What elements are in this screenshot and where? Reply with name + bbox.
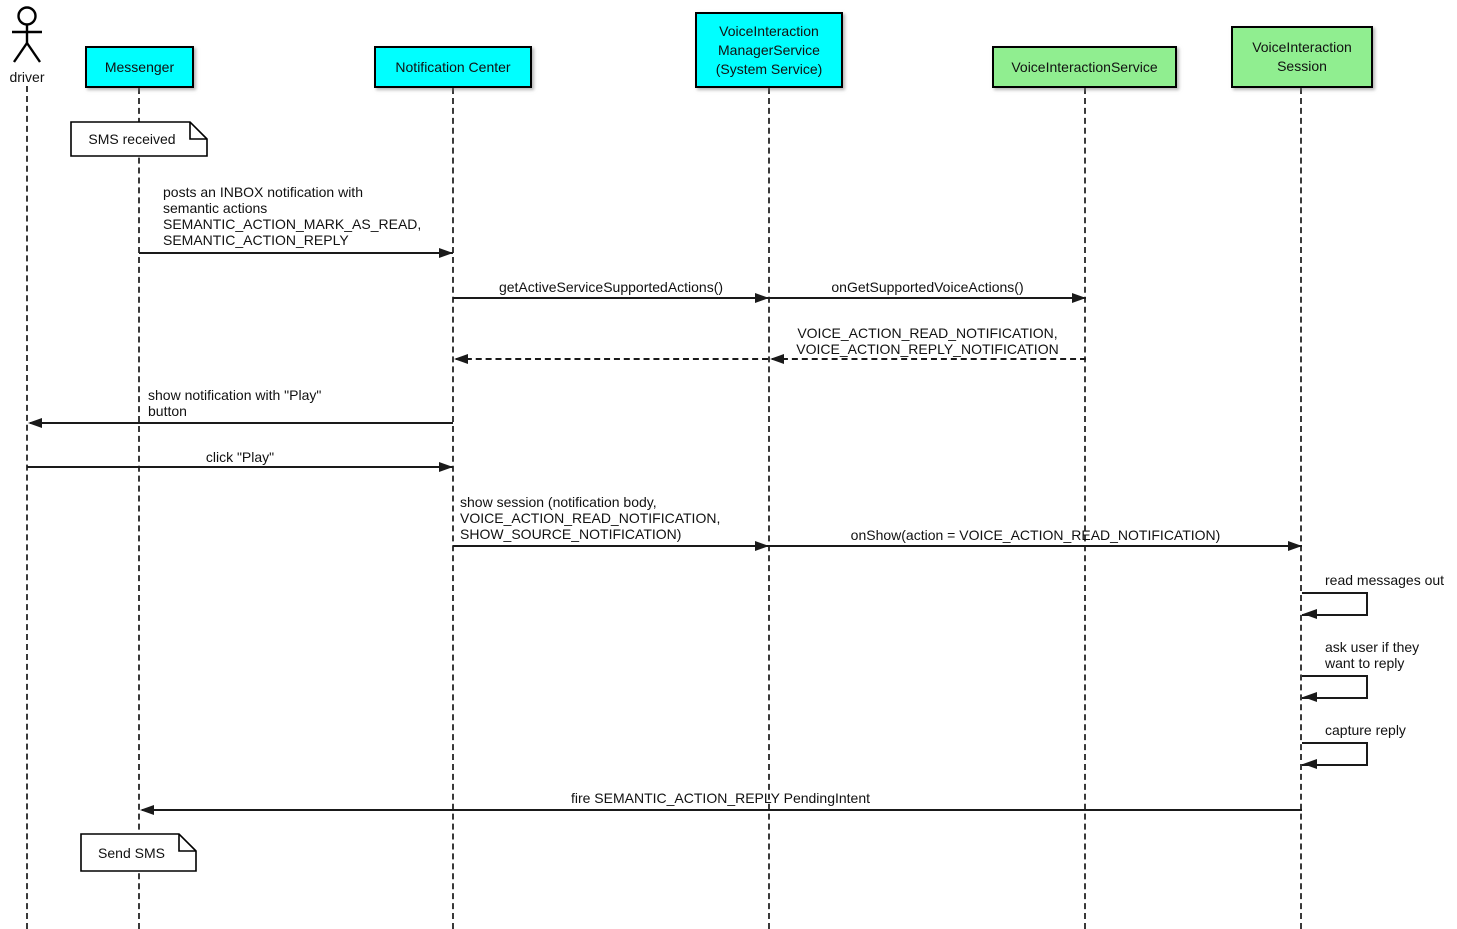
note-send-sms-label: Send SMS [98,844,165,861]
message-return-to-notification-center-arrowhead-icon [454,354,468,364]
message-fire-pending-intent-line [142,809,1302,811]
self-message-ask-user-reply-line [1302,675,1368,699]
note-shape-icon [70,121,208,157]
message-get-active-service-supported-actions-arrowhead-icon [755,293,769,303]
message-return-supported-voice-actions-arrowhead-icon [770,354,784,364]
message-get-active-service-supported-actions-label: getActiveServiceSupportedActions() [498,279,724,295]
lifeline-notification-center [452,88,454,929]
note-sms-received: SMS received [70,121,208,157]
message-click-play-line [27,466,453,468]
participant-messenger: Messenger [85,46,194,88]
lifeline-driver [26,86,28,929]
participant-voice-interaction-session: VoiceInteraction Session [1231,26,1373,88]
message-show-session-arrowhead-icon [755,541,769,551]
note-sms-received-label: SMS received [88,131,176,147]
participant-voice-interaction-manager-service: VoiceInteraction ManagerService (System … [695,12,843,88]
self-message-read-messages-out-arrowhead-icon [1303,609,1317,619]
message-show-session-label: show session (notification body, VOICE_A… [460,494,721,542]
message-posts-inbox-notification-arrowhead-icon [439,248,453,258]
self-message-ask-user-reply-label: ask user if they want to reply [1325,639,1420,671]
message-on-get-supported-voice-actions-arrowhead-icon [1072,293,1086,303]
participant-messenger-label: Messenger [104,58,175,75]
participant-notification-center-label: Notification Center [395,58,511,75]
message-return-to-notification-center-line [456,358,768,360]
participant-voice-interaction-session-label: VoiceInteraction Session [1252,39,1352,74]
message-click-play-arrowhead-icon [439,462,453,472]
message-fire-pending-intent-label: fire SEMANTIC_ACTION_REPLY PendingIntent [570,790,871,806]
message-on-show-label: onShow(action = VOICE_ACTION_READ_NOTIFI… [850,527,1221,543]
self-message-read-messages-out-label: read messages out [1325,572,1445,588]
message-show-notification-label: show notification with "Play" button [148,387,322,419]
message-get-active-service-supported-actions-line [453,297,769,299]
participant-voice-interaction-service: VoiceInteractionService [992,46,1177,88]
self-message-capture-reply-line [1302,742,1368,766]
message-on-show-line [769,545,1302,547]
message-posts-inbox-notification-label: posts an INBOX notification with semanti… [163,184,422,248]
lifeline-voice-interaction-session [1300,88,1302,929]
participant-notification-center: Notification Center [374,46,532,88]
message-on-get-supported-voice-actions-label: onGetSupportedVoiceActions() [831,279,1024,295]
note-shape-icon [80,833,197,872]
message-show-notification-arrowhead-icon [28,418,42,428]
note-send-sms: Send SMS [80,833,197,872]
self-message-read-messages-out-line [1302,592,1368,616]
message-return-supported-voice-actions-line [772,358,1086,360]
self-message-capture-reply-arrowhead-icon [1303,759,1317,769]
participant-voice-interaction-manager-service-label: VoiceInteraction ManagerService (System … [715,22,823,77]
message-click-play-label: click "Play" [205,449,275,465]
message-on-show-arrowhead-icon [1288,541,1302,551]
message-show-notification-line [30,422,453,424]
lifeline-voice-interaction-manager-service [768,88,770,929]
message-posts-inbox-notification-line [139,252,453,254]
message-on-get-supported-voice-actions-line [769,297,1086,299]
participant-voice-interaction-service-label: VoiceInteractionService [1011,58,1158,75]
self-message-capture-reply-label: capture reply [1325,722,1406,738]
self-message-ask-user-reply-arrowhead-icon [1303,692,1317,702]
message-show-session-line [453,545,769,547]
actor-driver-label: driver [9,69,45,85]
lifeline-voice-interaction-service [1084,88,1086,929]
actor-driver-icon [12,6,42,63]
message-return-supported-voice-actions-label: VOICE_ACTION_READ_NOTIFICATION, VOICE_AC… [796,325,1059,357]
message-fire-pending-intent-arrowhead-icon [140,805,154,815]
lifeline-messenger [138,88,140,929]
